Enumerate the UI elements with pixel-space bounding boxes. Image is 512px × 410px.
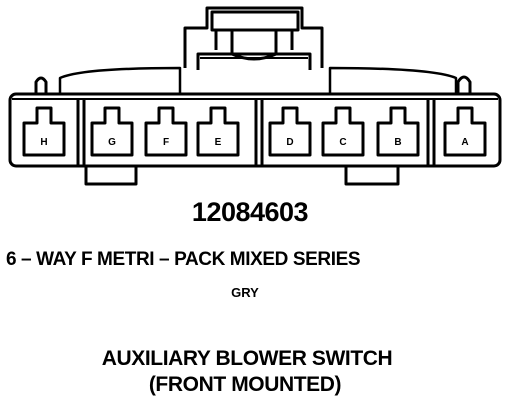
pin-label: E xyxy=(215,137,222,148)
pin-label: D xyxy=(286,137,293,148)
pin-cavity-a: A xyxy=(443,106,487,157)
pin-cavity-h: H xyxy=(22,106,66,157)
locking-latch xyxy=(183,6,324,70)
pin-label: C xyxy=(339,137,346,148)
pin-cavity-g: G xyxy=(90,106,134,157)
component-mounting: (FRONT MOUNTED) xyxy=(148,373,342,396)
connector-series: 6 – WAY F METRI – PACK MIXED SERIES xyxy=(6,249,361,270)
part-number: 12084603 xyxy=(191,197,309,227)
pin-label: F xyxy=(163,137,169,148)
pin-label: B xyxy=(394,137,401,148)
pin-label: H xyxy=(40,137,47,148)
pin-label: A xyxy=(461,137,468,148)
pin-label: G xyxy=(108,137,116,148)
pin-cavity-f: F xyxy=(144,106,188,157)
pin-cavity-c: C xyxy=(321,106,365,157)
pin-cavity-d: D xyxy=(268,106,312,157)
pin-cavity-e: E xyxy=(196,106,240,157)
component-title: AUXILIARY BLOWER SWITCH xyxy=(101,347,393,370)
pin-cavity-b: B xyxy=(376,106,420,157)
connector-color: GRY xyxy=(231,285,259,300)
